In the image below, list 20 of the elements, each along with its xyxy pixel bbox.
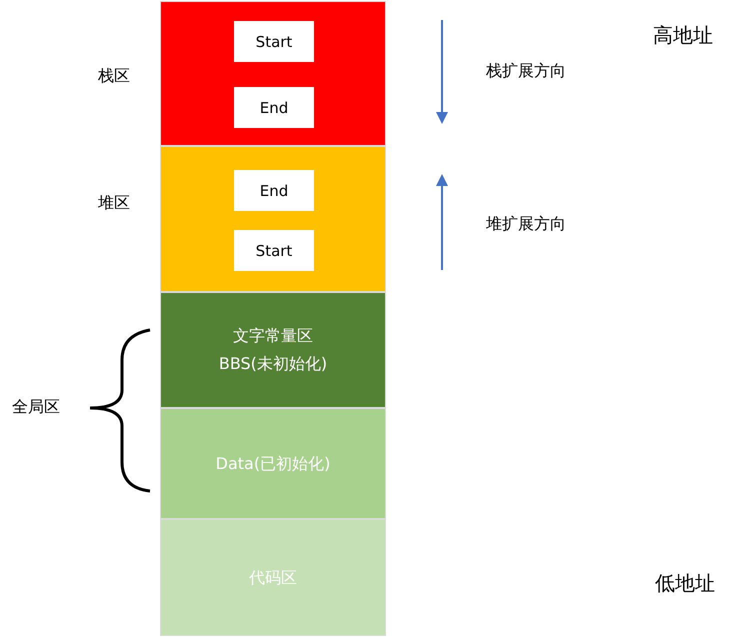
- label: 高地址: [653, 22, 713, 49]
- label: 全局区: [12, 397, 60, 418]
- memory-segment: [160, 292, 386, 408]
- label: 堆扩展方向: [486, 214, 566, 235]
- text-box: Start: [234, 21, 314, 62]
- text-box: Start: [234, 230, 314, 271]
- segment-label: 文字常量区: [233, 325, 313, 347]
- segment-label: 代码区: [249, 566, 297, 588]
- text-box: End: [234, 87, 314, 128]
- segment-label: BBS(未初始化): [218, 353, 328, 375]
- memory-segment: [160, 1, 386, 146]
- memory-segment: [160, 519, 386, 636]
- text-box: End: [234, 170, 314, 211]
- label: 栈扩展方向: [486, 61, 566, 82]
- label: 低地址: [655, 570, 715, 597]
- memory-segment: [160, 146, 386, 292]
- region-label: 堆区: [98, 193, 130, 214]
- segment-label: Data(已初始化): [216, 452, 330, 474]
- region-label: 栈区: [98, 66, 130, 87]
- memory-segment: [160, 408, 386, 519]
